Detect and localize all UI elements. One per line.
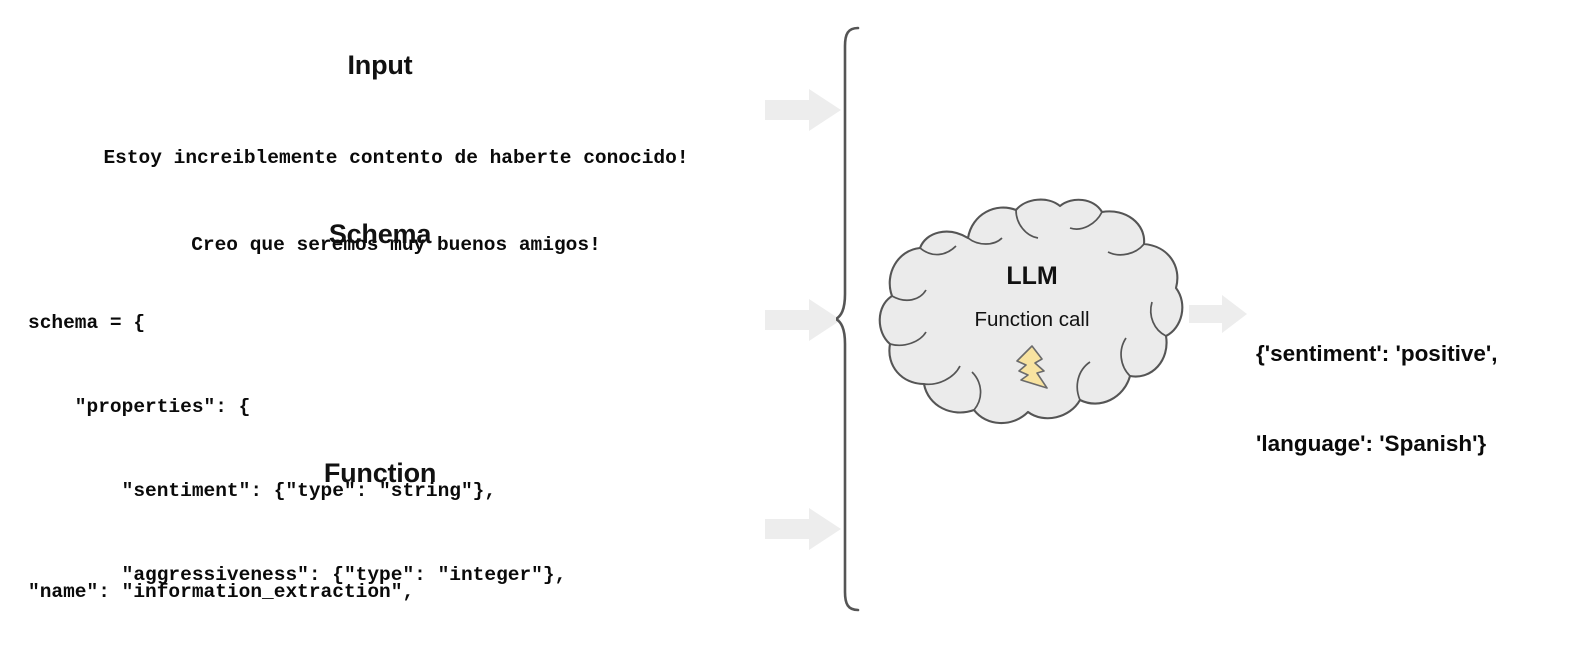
input-section-heading: Input	[347, 50, 413, 80]
schema-line-1: schema = {	[28, 312, 146, 334]
schema-line-4: "aggressiveness": {"type": "integer"},	[28, 564, 567, 586]
input-arrow	[765, 89, 841, 131]
function-section-heading: Function	[323, 458, 437, 488]
schema-code-block: schema = { "properties": { "sentiment": …	[28, 253, 566, 647]
input-text-block: Estoy increiblemente contento de haberte…	[28, 86, 764, 318]
function-line-1: "name": "information_extraction",	[28, 581, 415, 603]
curly-brace-icon	[833, 22, 882, 622]
schema-section-heading: Schema	[328, 219, 432, 249]
lightning-bolt-icon	[1011, 344, 1055, 390]
llm-cloud: LLM Function call	[876, 196, 1188, 438]
input-line-2: Creo que seremos muy buenos amigos!	[191, 234, 601, 256]
llm-title: LLM	[1006, 262, 1058, 290]
input-line-1: Estoy increiblemente contento de haberte…	[103, 147, 689, 169]
schema-line-3: "sentiment": {"type": "string"},	[28, 480, 497, 502]
output-line-2: 'language': 'Spanish'}	[1256, 431, 1487, 456]
function-arrow	[765, 508, 841, 550]
llm-subtitle: Function call	[974, 308, 1090, 331]
schema-arrow	[765, 299, 841, 341]
output-result-text: {'sentiment': 'positive', 'language': 'S…	[1256, 279, 1497, 519]
schema-line-2: "properties": {	[28, 396, 251, 418]
output-line-1: {'sentiment': 'positive',	[1256, 341, 1498, 366]
function-code-block: "name": "information_extraction", "descr…	[28, 492, 683, 647]
output-arrow	[1189, 295, 1247, 333]
